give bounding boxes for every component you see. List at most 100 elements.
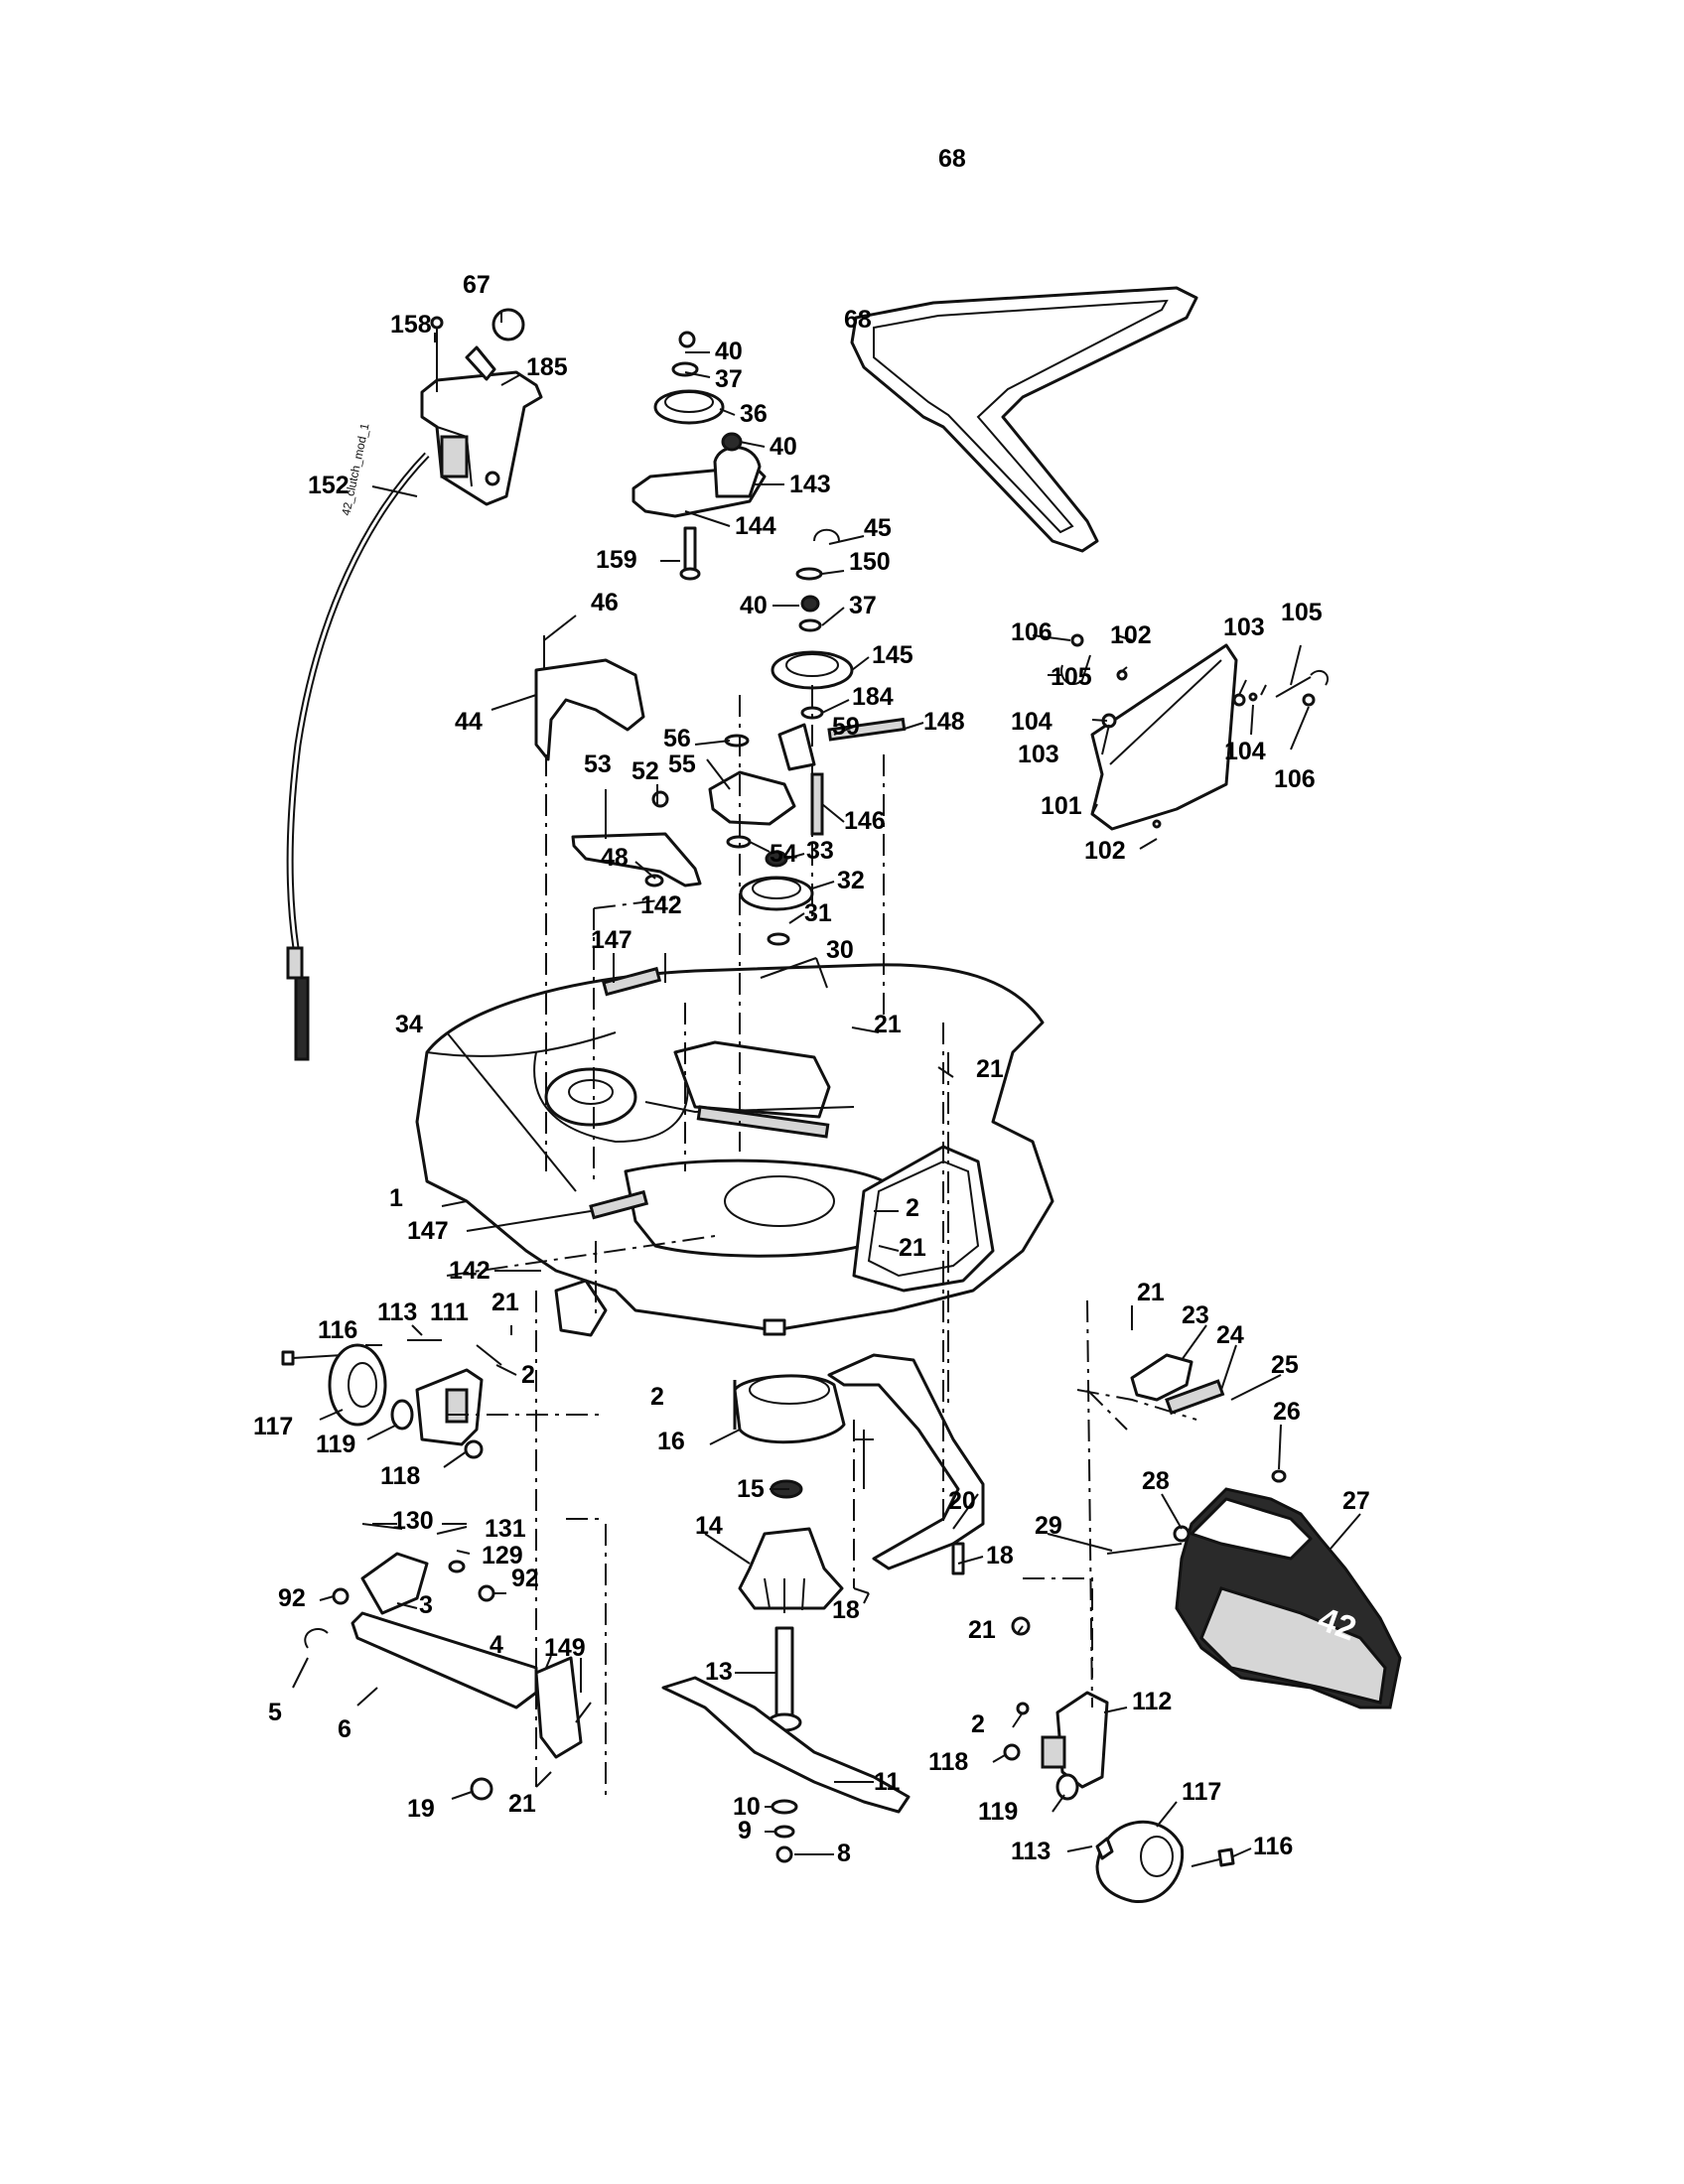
callout-117-a: 117 <box>1182 1778 1221 1806</box>
callout-21-c: 21 <box>899 1234 926 1262</box>
drive-belt <box>850 286 1198 553</box>
callout-146: 146 <box>844 807 886 835</box>
callout-55: 55 <box>668 751 696 778</box>
gauge-wheel-right <box>1003 1616 1235 1903</box>
idler-pulley-assembly <box>632 331 767 581</box>
callout-34: 34 <box>395 1011 423 1038</box>
callout-10: 10 <box>733 1793 761 1821</box>
file-note: 42_clutch_mod_1 <box>339 422 371 517</box>
callout-101: 101 <box>1041 792 1082 820</box>
callout-29: 29 <box>1035 1512 1062 1540</box>
callout-68: 68 <box>844 306 872 334</box>
callout-106-b: 106 <box>1274 765 1316 793</box>
callout-92-a: 92 <box>278 1584 306 1612</box>
lift-link-assembly <box>304 1523 592 1801</box>
callout-32: 32 <box>837 867 865 894</box>
callout-21-b: 21 <box>976 1055 1004 1083</box>
spring-148 <box>827 717 907 742</box>
callout-104-b: 104 <box>1224 738 1266 765</box>
callout-5: 5 <box>268 1699 282 1726</box>
callout-40-b: 40 <box>770 433 797 461</box>
callout-18-a: 18 <box>986 1542 1014 1570</box>
callout-2-d: 2 <box>521 1361 535 1389</box>
callout-37-a: 37 <box>715 365 743 393</box>
callout-31: 31 <box>804 899 832 927</box>
callout-11: 11 <box>874 1768 901 1796</box>
clutch-bracket-assembly <box>420 308 543 506</box>
callout-2-c: 2 <box>971 1710 985 1738</box>
callout-102-b: 102 <box>1084 837 1126 865</box>
callout-44: 44 <box>455 708 483 736</box>
callout-37-b: 37 <box>849 592 877 619</box>
callout-148: 148 <box>923 708 965 736</box>
callout-105-b: 105 <box>1281 599 1323 626</box>
wheel-bracket-left <box>554 1279 608 1337</box>
callout-1: 1 <box>389 1184 403 1212</box>
callout-118-a: 118 <box>928 1748 968 1776</box>
callout-152: 152 <box>308 472 350 499</box>
callout-48: 48 <box>601 844 629 872</box>
callout-111: 111 <box>430 1298 469 1326</box>
callout-119-a: 119 <box>978 1798 1018 1826</box>
callout-59: 59 <box>832 713 860 741</box>
callout-40-c: 40 <box>740 592 768 619</box>
callout-130: 130 <box>392 1507 434 1535</box>
callout-184: 184 <box>852 683 894 711</box>
callout-144: 144 <box>735 512 776 540</box>
callout-117-b: 117 <box>253 1413 293 1440</box>
callout-15: 15 <box>737 1475 765 1503</box>
callout-145: 145 <box>872 641 913 669</box>
bracket-59 <box>777 723 816 771</box>
callout-30: 30 <box>826 936 854 964</box>
callout-28: 28 <box>1142 1467 1170 1495</box>
callout-21-d: 21 <box>1137 1279 1165 1306</box>
callout-143: 143 <box>789 471 831 498</box>
callout-119-b: 119 <box>316 1431 355 1458</box>
callout-104-a: 104 <box>1011 708 1052 736</box>
spindle-pulley <box>739 850 828 1047</box>
rear-bracket <box>827 1353 985 1575</box>
callout-21-e: 21 <box>968 1616 996 1644</box>
callout-45: 45 <box>864 514 892 542</box>
callout-23: 23 <box>1182 1301 1209 1329</box>
gauge-wheel-left <box>281 1339 484 1459</box>
callout-112: 112 <box>1132 1688 1172 1715</box>
explosion-lines <box>446 685 1197 1802</box>
callout-118-b: 118 <box>380 1462 420 1490</box>
callout-8: 8 <box>837 1840 851 1867</box>
callout-147-a: 147 <box>591 926 632 954</box>
clutch-cable: 42_clutch_mod_1 <box>286 422 430 1061</box>
callout-142-a: 142 <box>640 891 682 919</box>
callout-13: 13 <box>705 1658 733 1686</box>
callout-56: 56 <box>663 725 691 752</box>
spring-147-upper <box>602 966 662 997</box>
callout-25: 25 <box>1271 1351 1299 1379</box>
callout-3: 3 <box>419 1591 433 1619</box>
callout-142-b: 142 <box>449 1257 491 1285</box>
callout-67: 67 <box>463 271 491 299</box>
leader-lines <box>292 313 1361 1857</box>
callout-150: 150 <box>849 548 891 576</box>
callout-6: 6 <box>338 1715 351 1743</box>
spring-147-lower <box>589 1189 649 1220</box>
spring-146 <box>810 772 824 836</box>
callout-21-f: 21 <box>491 1289 519 1316</box>
callout-19: 19 <box>407 1795 435 1823</box>
callout-113-a: 113 <box>1011 1838 1051 1865</box>
callout-20: 20 <box>948 1487 976 1515</box>
callout-52: 52 <box>632 757 659 785</box>
callout-21-a: 21 <box>874 1011 902 1038</box>
callout-18-b: 18 <box>832 1596 860 1624</box>
callout-159: 159 <box>596 546 637 574</box>
discharge-shield-hinge <box>1060 633 1330 831</box>
callout-40-a: 40 <box>715 338 743 365</box>
callout-54: 54 <box>770 840 797 868</box>
callout-185: 185 <box>526 353 568 381</box>
callout-24: 24 <box>1216 1321 1244 1349</box>
callout-103-b: 103 <box>1223 614 1265 641</box>
callout-labels: 67 158 185 152 40 37 36 40 143 144 159 4… <box>253 145 1370 1867</box>
callout-68: 68 <box>938 145 966 173</box>
callout-27: 27 <box>1342 1487 1370 1515</box>
discharge-chute: 42 <box>1106 1353 1402 1709</box>
